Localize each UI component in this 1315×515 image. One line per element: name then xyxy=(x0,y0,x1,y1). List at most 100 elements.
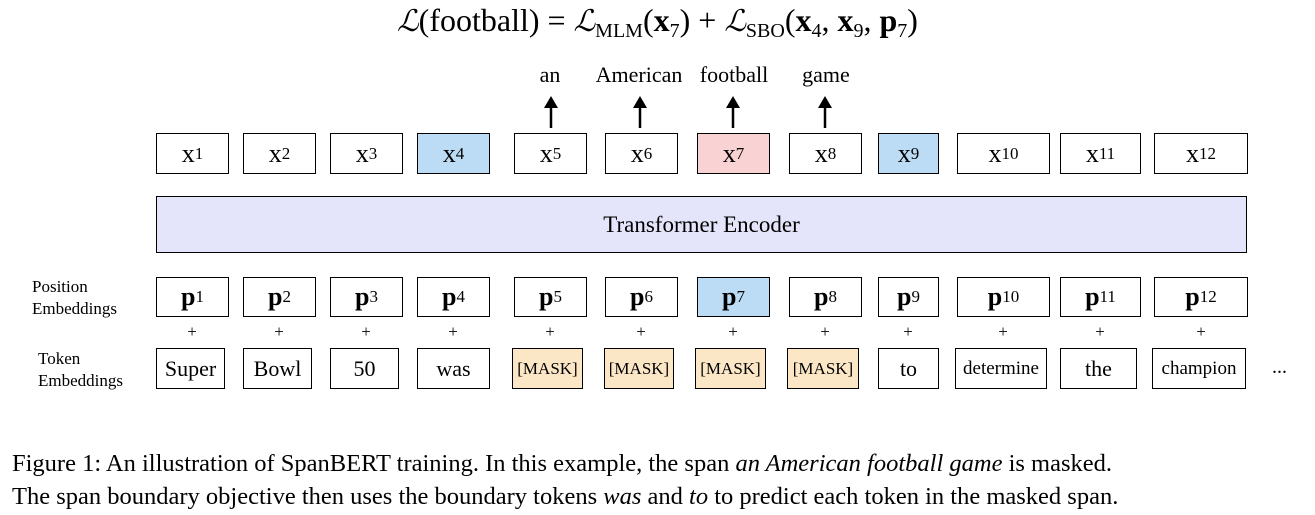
sbo-open-paren: ( xyxy=(784,2,796,38)
sbo-close-paren: ) xyxy=(907,2,918,38)
sbo-x-b-subscript: 9 xyxy=(853,20,864,42)
plus-sign: + xyxy=(448,322,458,341)
x-letter: x xyxy=(722,138,736,168)
loss-symbol: ℒ xyxy=(397,4,419,39)
x-letter: x xyxy=(1085,138,1099,168)
output-word: American xyxy=(595,62,683,87)
output-word: an xyxy=(539,62,561,87)
mask-token-box: [MASK] xyxy=(695,348,766,389)
p-letter: p xyxy=(442,282,457,311)
plus-sign: + xyxy=(274,322,284,341)
mlm-x: x xyxy=(653,2,670,38)
plus-sign: + xyxy=(728,322,738,341)
plus-sign: + xyxy=(545,322,555,341)
p-letter: p xyxy=(1085,282,1100,311)
mlm-subscript: MLM xyxy=(595,20,643,42)
plus-sign: + xyxy=(187,322,197,341)
p-subscript: 5 xyxy=(553,287,562,306)
token-box: Super xyxy=(156,348,225,389)
x-subscript: 1 xyxy=(194,143,204,163)
x-letter: x xyxy=(814,138,828,168)
x-subscript: 7 xyxy=(735,143,745,163)
output-word: game xyxy=(802,62,850,87)
x-letter: x xyxy=(442,138,456,168)
plus-sign: + xyxy=(998,322,1008,341)
caption-text: is masked. xyxy=(1002,450,1113,477)
loss-formula: ℒ(football) = ℒMLM(x7) + ℒSBO(x4, x9, p7… xyxy=(0,2,1315,43)
transformer-encoder-block: Transformer Encoder xyxy=(156,196,1247,253)
x-subscript: 4 xyxy=(455,143,465,163)
token-box: determine xyxy=(955,348,1047,389)
mlm-x-subscript: 7 xyxy=(669,20,680,42)
x-letter: x xyxy=(897,138,911,168)
p-subscript: 3 xyxy=(369,287,378,306)
caption-emphasis: was xyxy=(603,483,642,510)
plus-sign: + xyxy=(1196,322,1206,341)
token-box: the xyxy=(1060,348,1137,389)
sbo-p: p xyxy=(879,2,898,38)
sbo-subscript: SBO xyxy=(745,20,785,42)
p-letter: p xyxy=(897,282,912,311)
caption-text: Figure 1: An illustration of SpanBERT tr… xyxy=(12,450,736,477)
token-box: was xyxy=(417,348,490,389)
x-subscript: 10 xyxy=(1001,143,1019,163)
mlm-open-paren: ( xyxy=(642,2,654,38)
sbo-x-b: x xyxy=(837,2,854,38)
sbo-comma-2: , xyxy=(863,2,880,38)
p-letter: p xyxy=(814,282,829,311)
x-subscript: 6 xyxy=(643,143,653,163)
mask-token-box: [MASK] xyxy=(787,348,859,389)
sbo-x-a: x xyxy=(795,2,812,38)
x-subscript: 5 xyxy=(552,143,562,163)
x-subscript: 3 xyxy=(368,143,378,163)
x-subscript: 12 xyxy=(1199,143,1216,163)
x-subscript: 8 xyxy=(827,143,837,163)
x-subscript: 2 xyxy=(281,143,291,163)
p-subscript: 7 xyxy=(736,287,745,306)
plus-sign: + xyxy=(361,322,371,341)
mlm-close-paren: ) xyxy=(679,2,691,38)
p-subscript: 9 xyxy=(911,287,920,306)
token-box: 50 xyxy=(330,348,399,389)
sbo-comma-1: , xyxy=(821,2,838,38)
p-subscript: 11 xyxy=(1099,287,1116,306)
up-arrow-icon xyxy=(726,96,740,128)
token-embeddings-label: Token Embeddings xyxy=(38,349,123,390)
p-subscript: 4 xyxy=(456,287,465,306)
caption-line-1: Figure 1: An illustration of SpanBERT tr… xyxy=(12,447,1118,480)
mask-token-box: [MASK] xyxy=(512,348,583,389)
p-letter: p xyxy=(987,282,1003,311)
x-subscript: 9 xyxy=(910,143,920,163)
sbo-p-subscript: 7 xyxy=(897,20,908,42)
p-letter: p xyxy=(268,282,283,311)
sbo-x-a-subscript: 4 xyxy=(811,20,822,42)
position-embeddings-label: Position Embeddings xyxy=(32,277,117,318)
token-box: to xyxy=(878,348,939,389)
p-letter: p xyxy=(630,282,645,311)
plus-sign: + xyxy=(1095,322,1105,341)
caption-text: to predict each token in the masked span… xyxy=(708,483,1119,510)
mlm-loss-symbol: ℒ xyxy=(573,4,596,39)
output-word: football xyxy=(699,62,769,87)
p-subscript: 10 xyxy=(1002,287,1020,306)
up-arrow-icon xyxy=(818,96,832,128)
x-letter: x xyxy=(539,138,553,168)
